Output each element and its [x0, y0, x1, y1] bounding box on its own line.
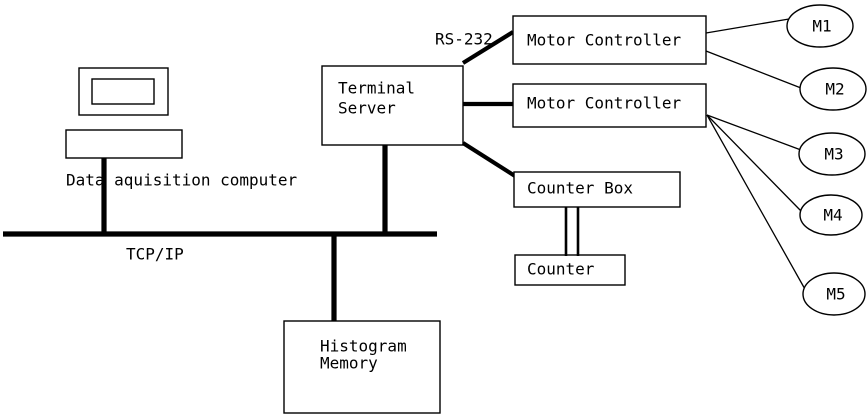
motor-m1-label: M1 [812, 17, 831, 36]
computer-screen-icon [91, 78, 155, 105]
histogram-memory-box [283, 320, 441, 414]
terminal-server-label-line2: Server [338, 99, 396, 118]
motor-m2-ellipse [799, 67, 867, 111]
motor-controller-1-label: Motor Controller [527, 31, 681, 50]
counter-box-box [513, 171, 681, 208]
terminal-server-box [321, 65, 464, 146]
motor-controller-1-box [512, 15, 707, 65]
link-motor-controller-1-to-m1 [705, 18, 790, 34]
link-terminal-server-to-motor-controller-1 [461, 30, 515, 65]
motor-m3-label: M3 [824, 145, 843, 164]
histogram-memory-label-line1: Histogram [320, 337, 407, 356]
histogram-memory-label-line2: Memory [320, 354, 378, 373]
counter-label: Counter [527, 260, 595, 279]
motor-controller-2-box [512, 83, 707, 128]
link-motor-controller-2-to-m3 [706, 114, 802, 151]
motor-m4-ellipse [799, 194, 863, 236]
motor-m3-ellipse [798, 132, 866, 176]
link-terminal-server-to-counter-box [461, 141, 517, 178]
terminal-server-label-line1: Terminal [338, 79, 415, 98]
motor-m4-label: M4 [823, 206, 842, 225]
motor-controller-2-label: Motor Controller [527, 94, 681, 113]
counter-box [514, 254, 626, 286]
counter-box-label: Counter Box [527, 179, 633, 198]
rs232-label: RS-232 [435, 30, 493, 49]
computer-label: Data aquisition computer [66, 171, 298, 190]
computer-base-icon [65, 129, 183, 159]
tcpip-label: TCP/IP [126, 245, 184, 264]
motor-m5-ellipse [802, 272, 866, 316]
motor-m1-ellipse [786, 4, 854, 48]
motor-m5-label: M5 [826, 285, 845, 304]
motor-m2-label: M2 [825, 80, 844, 99]
link-motor-controller-2-to-m4 [706, 114, 802, 212]
link-motor-controller-1-to-m2 [705, 50, 802, 89]
link-motor-controller-2-to-m5 [706, 114, 807, 292]
